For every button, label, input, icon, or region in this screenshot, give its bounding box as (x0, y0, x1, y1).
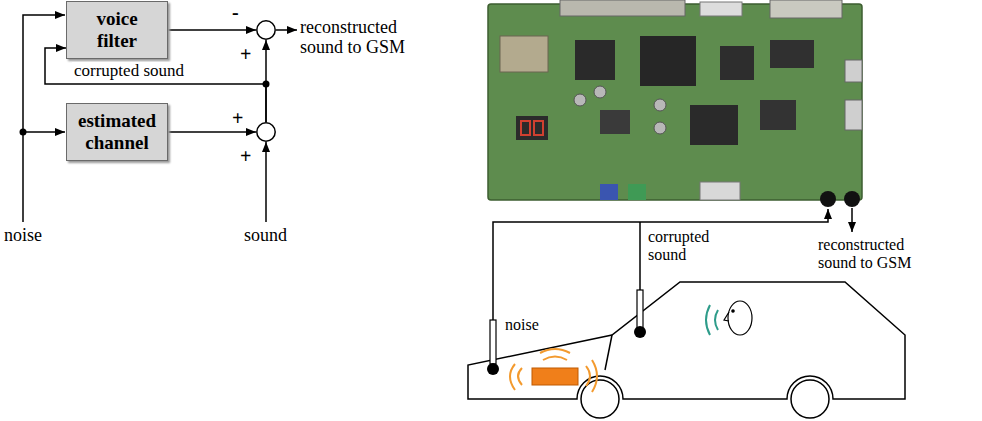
sound-wire (265, 142, 267, 222)
board-port (700, 182, 740, 200)
board-connector (560, 0, 685, 16)
board-port (628, 184, 646, 200)
chip (720, 46, 754, 80)
signal-connector (168, 131, 256, 133)
microphone-wire (639, 222, 641, 290)
eye (732, 310, 734, 312)
memory-card (500, 36, 548, 72)
sound-wave (518, 368, 522, 385)
input-label: sound (244, 226, 287, 246)
sound-wave (592, 360, 597, 392)
audio-jack (820, 191, 836, 207)
sound-wave (510, 364, 515, 390)
head-outline (728, 301, 752, 335)
nose (724, 312, 729, 321)
sign-label: + (240, 146, 251, 166)
side-connector (845, 60, 862, 82)
connector-label: corrupted sound (72, 62, 186, 81)
process-box: estimated channel (66, 103, 168, 161)
input-label: noise (4, 226, 42, 246)
junction-outline (256, 122, 276, 142)
box-label: voice filter (96, 8, 137, 52)
chip (690, 105, 738, 145)
car (468, 282, 905, 418)
microphone-label: noise (505, 316, 539, 334)
sound-wave (586, 366, 590, 386)
summing-junction: ++ (256, 122, 276, 142)
sound-wave (543, 357, 567, 361)
junction-circle (257, 21, 275, 39)
capacitor (574, 94, 586, 106)
process-box: voice filter (66, 1, 168, 59)
junction-circle (257, 123, 275, 141)
microphone-head (634, 326, 646, 338)
chip (770, 40, 814, 68)
junction-dot (20, 129, 27, 136)
display-segment (521, 121, 530, 135)
board-port (600, 184, 618, 200)
sound-wave (715, 310, 718, 330)
chip (600, 110, 630, 134)
signal-connector (168, 29, 256, 31)
sound-wave (706, 305, 710, 335)
output-label: reconstructed sound to GSM (818, 236, 928, 271)
sign-label: + (240, 44, 251, 64)
noise-branch-wire (23, 131, 65, 133)
chip (760, 100, 796, 130)
output-wire (276, 29, 297, 31)
display-segment (534, 121, 543, 135)
sign-label: - (232, 2, 239, 22)
voice-waves (706, 305, 718, 335)
noise-waves (510, 349, 597, 392)
chip (640, 36, 696, 86)
board-pcb (488, 4, 862, 200)
side-connector (845, 100, 862, 130)
microphone-label: corrupted sound (648, 228, 709, 263)
microphone (490, 320, 496, 364)
board-connector (770, 0, 842, 18)
output-label: reconstructed sound to GSM (300, 18, 425, 58)
summing-junction: -+ (256, 20, 276, 40)
microphone (637, 290, 643, 328)
output-wire (851, 208, 853, 232)
driver-head (724, 301, 752, 335)
wheel (791, 380, 829, 418)
sign-label: + (232, 108, 243, 128)
junction-outline (256, 20, 276, 40)
car-body (468, 282, 905, 399)
capacitor (654, 99, 666, 111)
firewall-line (605, 335, 612, 370)
dsp-board (488, 0, 862, 207)
board-connector (700, 2, 742, 16)
box-label: estimated channel (78, 110, 156, 154)
capacitor (594, 86, 606, 98)
sound-wave (540, 349, 570, 353)
noise-wire (23, 15, 65, 222)
chip (575, 40, 615, 80)
audio-jack (844, 191, 860, 207)
engine (532, 368, 578, 385)
capacitor (654, 122, 666, 134)
microphone-head (487, 363, 499, 375)
seven-segment-display (516, 116, 548, 140)
